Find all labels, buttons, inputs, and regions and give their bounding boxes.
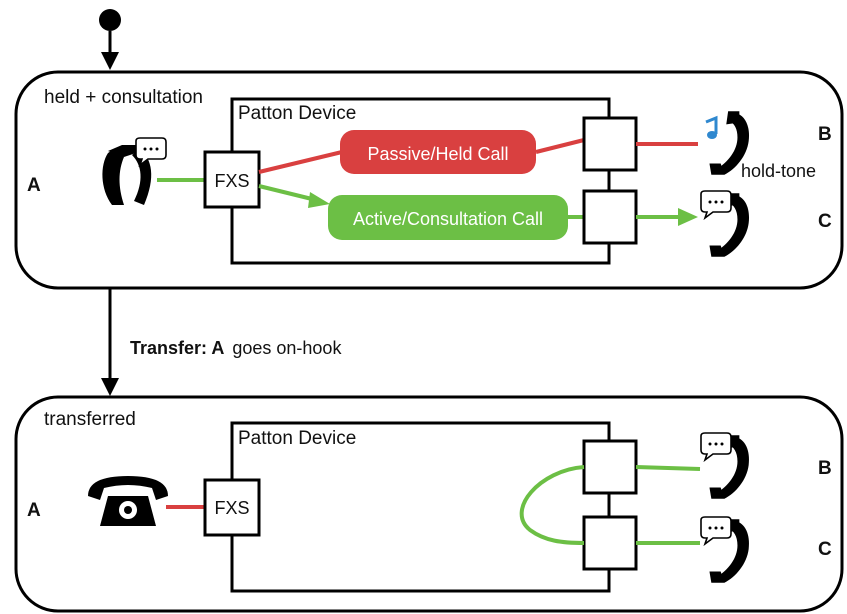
port-b <box>582 116 638 172</box>
transition-trigger: Transfer: A <box>130 338 224 358</box>
party-b-label: B <box>818 124 832 145</box>
arrowhead-icon <box>308 192 330 208</box>
held-link-left <box>258 150 343 174</box>
active-link-left <box>258 184 317 202</box>
active-call-label: Active/Consultation Call <box>353 209 543 229</box>
arrowhead-icon <box>678 208 698 226</box>
party-c-label: C <box>818 211 832 232</box>
fxs-label: FXS <box>214 498 249 518</box>
bridge-link <box>519 465 585 545</box>
party-b-label: B <box>818 458 832 479</box>
party-a-label: A <box>27 500 41 521</box>
hold-tone-label: hold-tone <box>741 161 816 181</box>
arrowhead-icon <box>101 378 119 396</box>
device-label: Patton Device <box>238 103 356 124</box>
transition-label: Transfer: A goes on-hook <box>130 338 342 358</box>
device-label: Patton Device <box>238 428 356 449</box>
held-call-label: Passive/Held Call <box>367 144 508 164</box>
fxs-port <box>203 478 261 537</box>
fxs-label: FXS <box>214 171 249 191</box>
desk-phone-icon <box>88 476 168 526</box>
state-name: transferred <box>44 409 136 430</box>
held-call-pill <box>340 130 536 174</box>
port-c <box>582 515 638 571</box>
start-dot-icon <box>99 9 121 31</box>
state-held-consultation: held + consultation Patton Device A FXS … <box>14 70 844 290</box>
transition: Transfer: A goes on-hook <box>101 289 342 396</box>
arrowhead-icon <box>101 52 119 70</box>
party-c-label: C <box>818 539 832 560</box>
party-a-label: A <box>27 175 41 196</box>
state-transferred: transferred Patton Device A FXS B <box>14 395 844 613</box>
link-port-b <box>635 465 701 471</box>
held-link-right <box>535 138 585 154</box>
port-c <box>582 189 638 245</box>
state-name: held + consultation <box>44 87 203 108</box>
fxs-port <box>203 150 261 209</box>
port-b <box>582 439 638 495</box>
transition-action: goes on-hook <box>232 338 342 358</box>
music-note-icon <box>705 115 718 139</box>
active-call-pill <box>328 195 568 240</box>
